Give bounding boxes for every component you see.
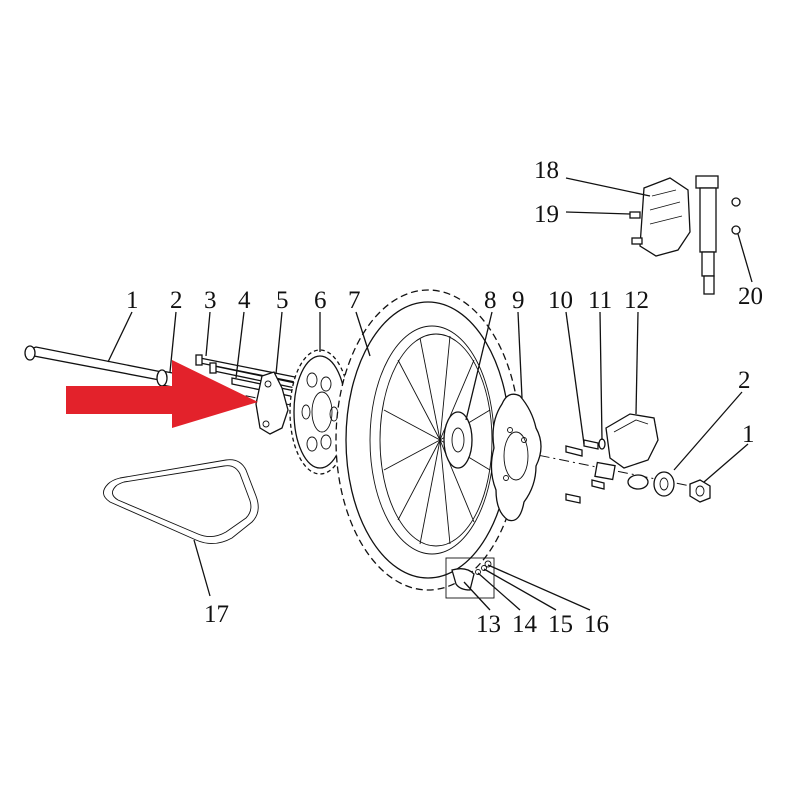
label-valve: 13: [476, 611, 501, 638]
hub: [443, 411, 473, 469]
label-axle-nut: 1: [742, 421, 755, 448]
label-rear-wheel: 7: [348, 287, 361, 314]
spacer-right: [653, 471, 675, 497]
label-bolt-long: 3: [204, 287, 217, 314]
washer: [598, 438, 606, 450]
sprocket: [289, 349, 351, 475]
label-spacer-right: 2: [738, 367, 751, 394]
label-valve-part-14: 14: [512, 611, 538, 638]
label-master-cylinder-nut: 20: [738, 283, 763, 310]
label-disc-bolt: 10: [548, 287, 573, 314]
guard-bolts: [629, 211, 643, 245]
label-sprocket: 6: [314, 287, 327, 314]
label-spacer-left: 2: [170, 287, 183, 314]
label-guard-bolt: 19: [534, 201, 559, 228]
master-cylinder-guard: [639, 177, 691, 257]
label-axle: 1: [126, 287, 139, 314]
chain-loop: [103, 459, 259, 544]
brake-disc: [490, 393, 542, 522]
highlight-arrow: [66, 360, 258, 428]
disc-bolts: [565, 439, 605, 504]
leader-lines: [107, 177, 753, 611]
label-chain: 17: [204, 601, 229, 628]
valve-detail: [445, 557, 495, 599]
label-washer: 11: [588, 287, 612, 314]
label-sprocket-plate: 5: [276, 287, 289, 314]
label-caliper: 12: [624, 287, 649, 314]
label-valve-cap: 16: [584, 611, 609, 638]
axle-nut: [689, 479, 711, 503]
label-spacer-tube: 4: [238, 287, 251, 314]
sprocket-plate: [255, 371, 289, 435]
label-brake-disc: 9: [512, 287, 525, 314]
label-hub: 8: [484, 287, 497, 314]
axle: [24, 345, 173, 383]
brake-hose: [655, 275, 722, 425]
rear-wheel: [335, 289, 521, 591]
master-cylinder: [695, 175, 719, 295]
master-cylinder-nuts: [731, 197, 741, 235]
label-valve-part-15: 15: [548, 611, 573, 638]
caliper: [594, 413, 659, 490]
label-master-cylinder-guard: 18: [534, 157, 559, 184]
